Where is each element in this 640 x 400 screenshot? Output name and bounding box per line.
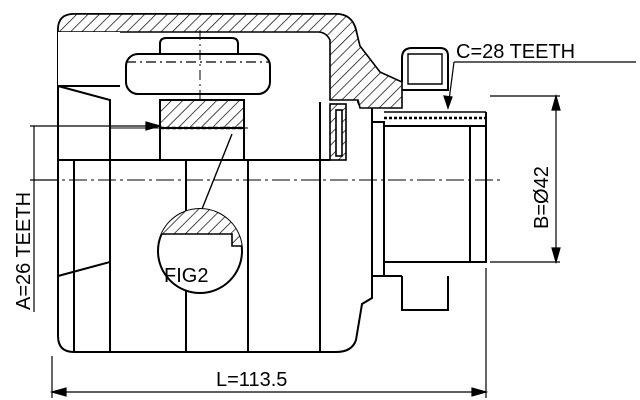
label-b-diameter: B=Ø42: [531, 166, 553, 229]
label-l-length: L=113.5: [216, 369, 287, 391]
fig2-label: FIG2: [164, 265, 208, 287]
label-c-teeth: C=28 TEETH: [456, 41, 575, 63]
housing-section-hatch: [57, 13, 403, 109]
dimension-b: [490, 93, 561, 265]
right-stub: [372, 47, 487, 311]
label-a-teeth: A=26 TEETH: [13, 192, 35, 310]
seal-ring: [329, 103, 347, 161]
inner-hub: [110, 99, 248, 161]
dimension-c: [443, 61, 636, 110]
ball-race: [125, 30, 271, 112]
dimension-a: [30, 121, 163, 312]
dimension-l: [49, 268, 489, 398]
